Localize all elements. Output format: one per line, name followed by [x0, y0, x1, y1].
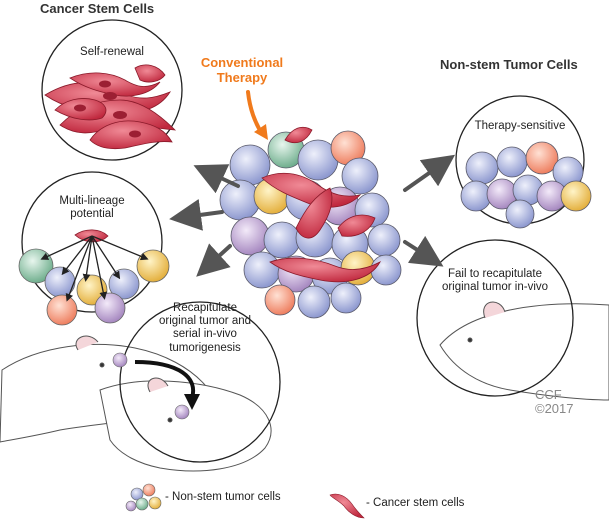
credit-line2: ©2017	[535, 400, 574, 416]
transplant-arrow	[134, 360, 200, 410]
legend-non-stem-label: - Non-stem tumor cells	[165, 491, 281, 503]
recap-line2: original tumor and	[158, 315, 252, 328]
header-non-stem-tumor-cells: Non-stem Tumor Cells	[440, 57, 578, 72]
self-renewal-label: Self-renewal	[80, 46, 144, 58]
flow-arrows	[169, 154, 456, 277]
credit-line1: CCF	[535, 387, 562, 402]
mouse-illustration-left	[0, 335, 272, 472]
central-stem-cells	[261, 126, 382, 283]
recapitulate-circle	[119, 301, 281, 463]
legend-non-stem-cluster	[125, 483, 162, 512]
credit: CCF ©2017	[535, 388, 574, 415]
recap-line3: serial in-vivo	[173, 328, 237, 341]
self-renewal-stem-cells	[44, 64, 177, 150]
fail-line2: original tumor in-vivo	[441, 281, 549, 294]
therapy-sensitive-cells	[460, 141, 592, 229]
recap-line4: tumorigenesis	[169, 341, 241, 354]
therapy-label: Conventional Therapy	[196, 55, 288, 86]
self-renewal-nuclei	[74, 80, 141, 138]
legend-stem-cell-icon	[329, 493, 365, 519]
tumor-graft-small	[112, 352, 128, 368]
multi-lineage-label: Multi-lineage potential	[42, 195, 142, 221]
multi-lineage-arrows	[40, 235, 149, 302]
fail-recap-circle	[416, 239, 574, 397]
multi-lineage-line2: potential	[70, 208, 114, 221]
legend-stem-label: - Cancer stem cells	[366, 497, 465, 509]
recapitulate-label: Recapitulate original tumor and serial i…	[130, 302, 280, 355]
therapy-arrow	[246, 90, 268, 140]
multi-lineage-line1: Multi-lineage	[59, 195, 125, 207]
therapy-sensitive-label: Therapy-sensitive	[474, 120, 566, 132]
recap-line1: Recapitulate	[173, 302, 237, 314]
therapy-label-line1: Conventional	[200, 55, 284, 70]
header-cancer-stem-cells: Cancer Stem Cells	[40, 1, 155, 16]
mouse-illustration-right	[439, 301, 609, 401]
fail-recap-label: Fail to recapitulate original tumor in-v…	[425, 268, 565, 294]
tumor-graft-result	[174, 404, 190, 420]
fail-line1: Fail to recapitulate	[448, 268, 542, 280]
therapy-label-line2: Therapy	[216, 69, 268, 85]
